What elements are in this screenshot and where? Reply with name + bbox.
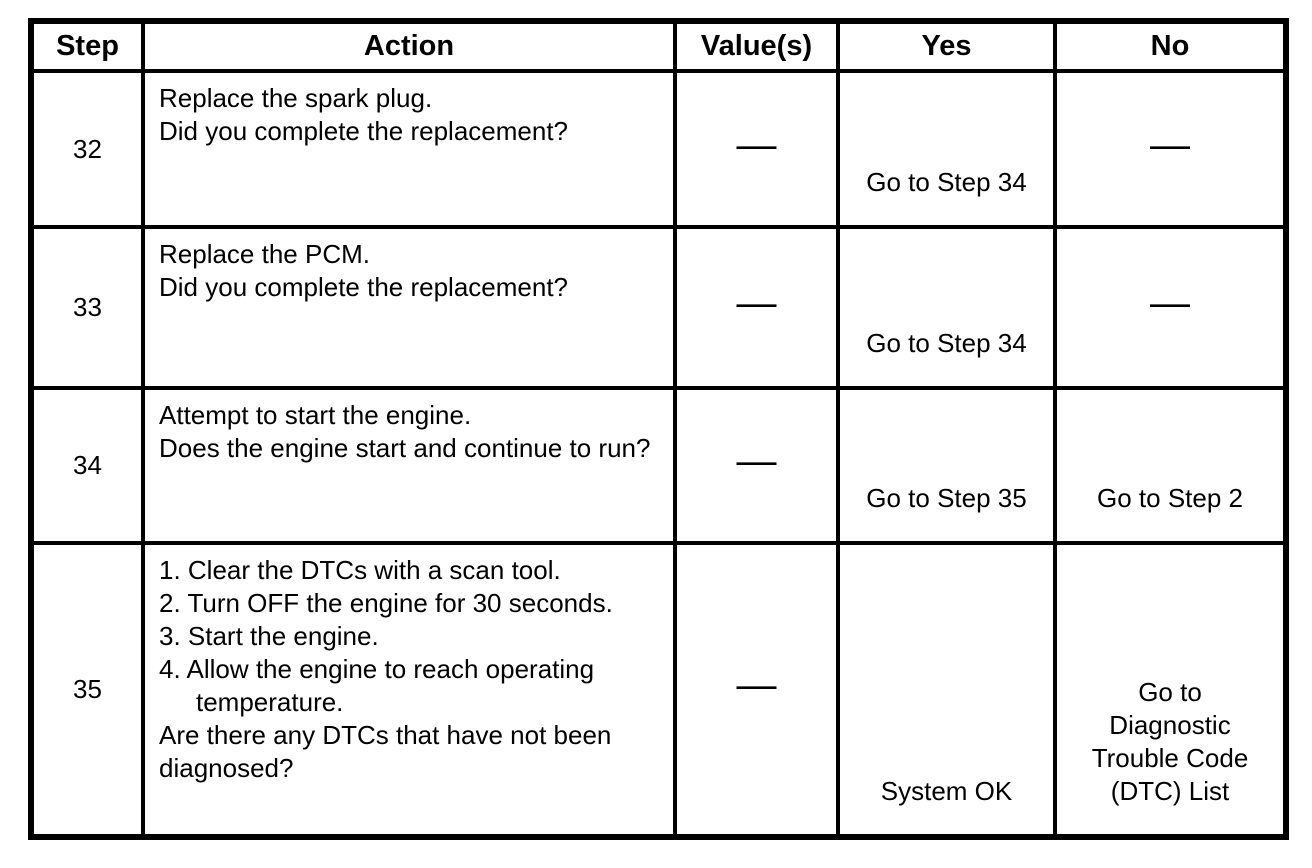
col-header-step: Step — [29, 19, 145, 73]
dash-placeholder: — — [1150, 281, 1190, 325]
action-cell: Replace the PCM. Did you complete the re… — [141, 225, 677, 390]
action-text: Replace the spark plug. — [159, 83, 433, 113]
values-cell: — — [673, 541, 840, 839]
col-header-no: No — [1053, 19, 1288, 73]
diagnostic-steps-table: Step Action Value(s) Yes No 32 Replace t… — [28, 18, 1289, 840]
no-instruction: Go to Step 2 — [1097, 483, 1243, 513]
table-row-step-34: 34 Attempt to start the engine. Does the… — [29, 386, 1288, 545]
step-number: 34 — [29, 386, 145, 545]
action-list-item: 4. Allow the engine to reach operating t… — [159, 654, 595, 717]
no-cell: — — [1053, 225, 1288, 390]
yes-cell: Go to Step 35 — [836, 386, 1057, 545]
action-cell: Attempt to start the engine. Does the en… — [141, 386, 677, 545]
action-question: Did you complete the replacement? — [159, 272, 569, 302]
step-number: 33 — [29, 225, 145, 390]
yes-instruction: Go to Step 34 — [866, 167, 1027, 197]
no-instruction: Go to Diagnostic Trouble Code (DTC) List — [1091, 677, 1249, 806]
yes-instruction: Go to Step 35 — [866, 483, 1027, 513]
col-header-yes: Yes — [836, 19, 1057, 73]
no-cell: — — [1053, 69, 1288, 229]
action-question: Are there any DTCs that have not been di… — [159, 720, 612, 783]
col-header-values: Value(s) — [673, 19, 840, 73]
action-cell: Replace the spark plug. Did you complete… — [141, 69, 677, 229]
values-cell: — — [673, 386, 840, 545]
action-question: Does the engine start and continue to ru… — [159, 433, 651, 463]
no-cell: Go to Diagnostic Trouble Code (DTC) List — [1053, 541, 1288, 839]
values-cell: — — [673, 69, 840, 229]
yes-instruction: Go to Step 34 — [866, 328, 1027, 358]
dash-placeholder: — — [736, 281, 777, 325]
table-row-step-32: 32 Replace the spark plug. Did you compl… — [29, 69, 1288, 229]
table-row-step-35: 35 1. Clear the DTCs with a scan tool. 2… — [29, 541, 1288, 839]
action-list-item: 1. Clear the DTCs with a scan tool. — [159, 555, 561, 585]
action-question: Did you complete the replacement? — [159, 116, 569, 146]
action-cell: 1. Clear the DTCs with a scan tool. 2. T… — [141, 541, 677, 839]
yes-cell: Go to Step 34 — [836, 225, 1057, 390]
yes-instruction: System OK — [880, 776, 1013, 806]
dash-placeholder: — — [736, 439, 777, 483]
col-header-action: Action — [141, 19, 677, 73]
no-cell: Go to Step 2 — [1053, 386, 1288, 545]
step-number: 32 — [29, 69, 145, 229]
table-row-step-33: 33 Replace the PCM. Did you complete the… — [29, 225, 1288, 390]
step-number: 35 — [29, 541, 145, 839]
action-text: Replace the PCM. — [159, 239, 370, 269]
header-row: Step Action Value(s) Yes No — [29, 19, 1288, 73]
dash-placeholder: — — [736, 663, 777, 707]
action-list-item: 3. Start the engine. — [159, 621, 379, 651]
yes-cell: System OK — [836, 541, 1057, 839]
dash-placeholder: — — [1150, 122, 1190, 167]
dash-placeholder: — — [736, 122, 777, 167]
action-text: Attempt to start the engine. — [159, 400, 472, 430]
action-list-item: 2. Turn OFF the engine for 30 seconds. — [159, 588, 613, 618]
yes-cell: Go to Step 34 — [836, 69, 1057, 229]
values-cell: — — [673, 225, 840, 390]
